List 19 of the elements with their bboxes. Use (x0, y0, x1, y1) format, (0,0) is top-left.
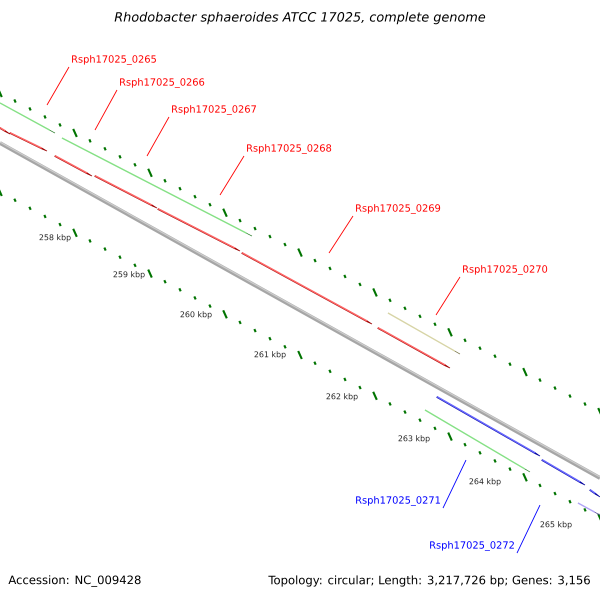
leader-line (46, 66, 70, 106)
title: Rhodobacter sphaeroides ATCC 17025, complete genome (114, 12, 486, 24)
gene-label: Rsph17025_0265 (72, 55, 156, 65)
accession-text: Accession: NC_009428 (8, 575, 141, 587)
leader-line (220, 156, 244, 196)
gene-label: Rsph17025_0270 (463, 265, 548, 275)
gene-label: Rsph17025_0266 (120, 78, 204, 88)
leader-line (328, 216, 354, 254)
leader-line (94, 90, 118, 130)
leader-line (442, 460, 466, 508)
gene-label: Rsph17025_0267 (172, 105, 256, 115)
leader-line (146, 116, 170, 156)
summary-text: Topology: circular; Length: 3,217,726 bp; Genes: 3,156 (268, 575, 590, 587)
gene-label: Rsph17025_0271 (356, 496, 440, 506)
leader-line (516, 504, 540, 554)
leader-line (436, 276, 460, 316)
gene-label: Rsph17025_0269 (356, 204, 440, 214)
gene-label: Rsph17025_0268 (247, 144, 332, 154)
gene-label: Rsph17025_0272 (430, 541, 514, 551)
